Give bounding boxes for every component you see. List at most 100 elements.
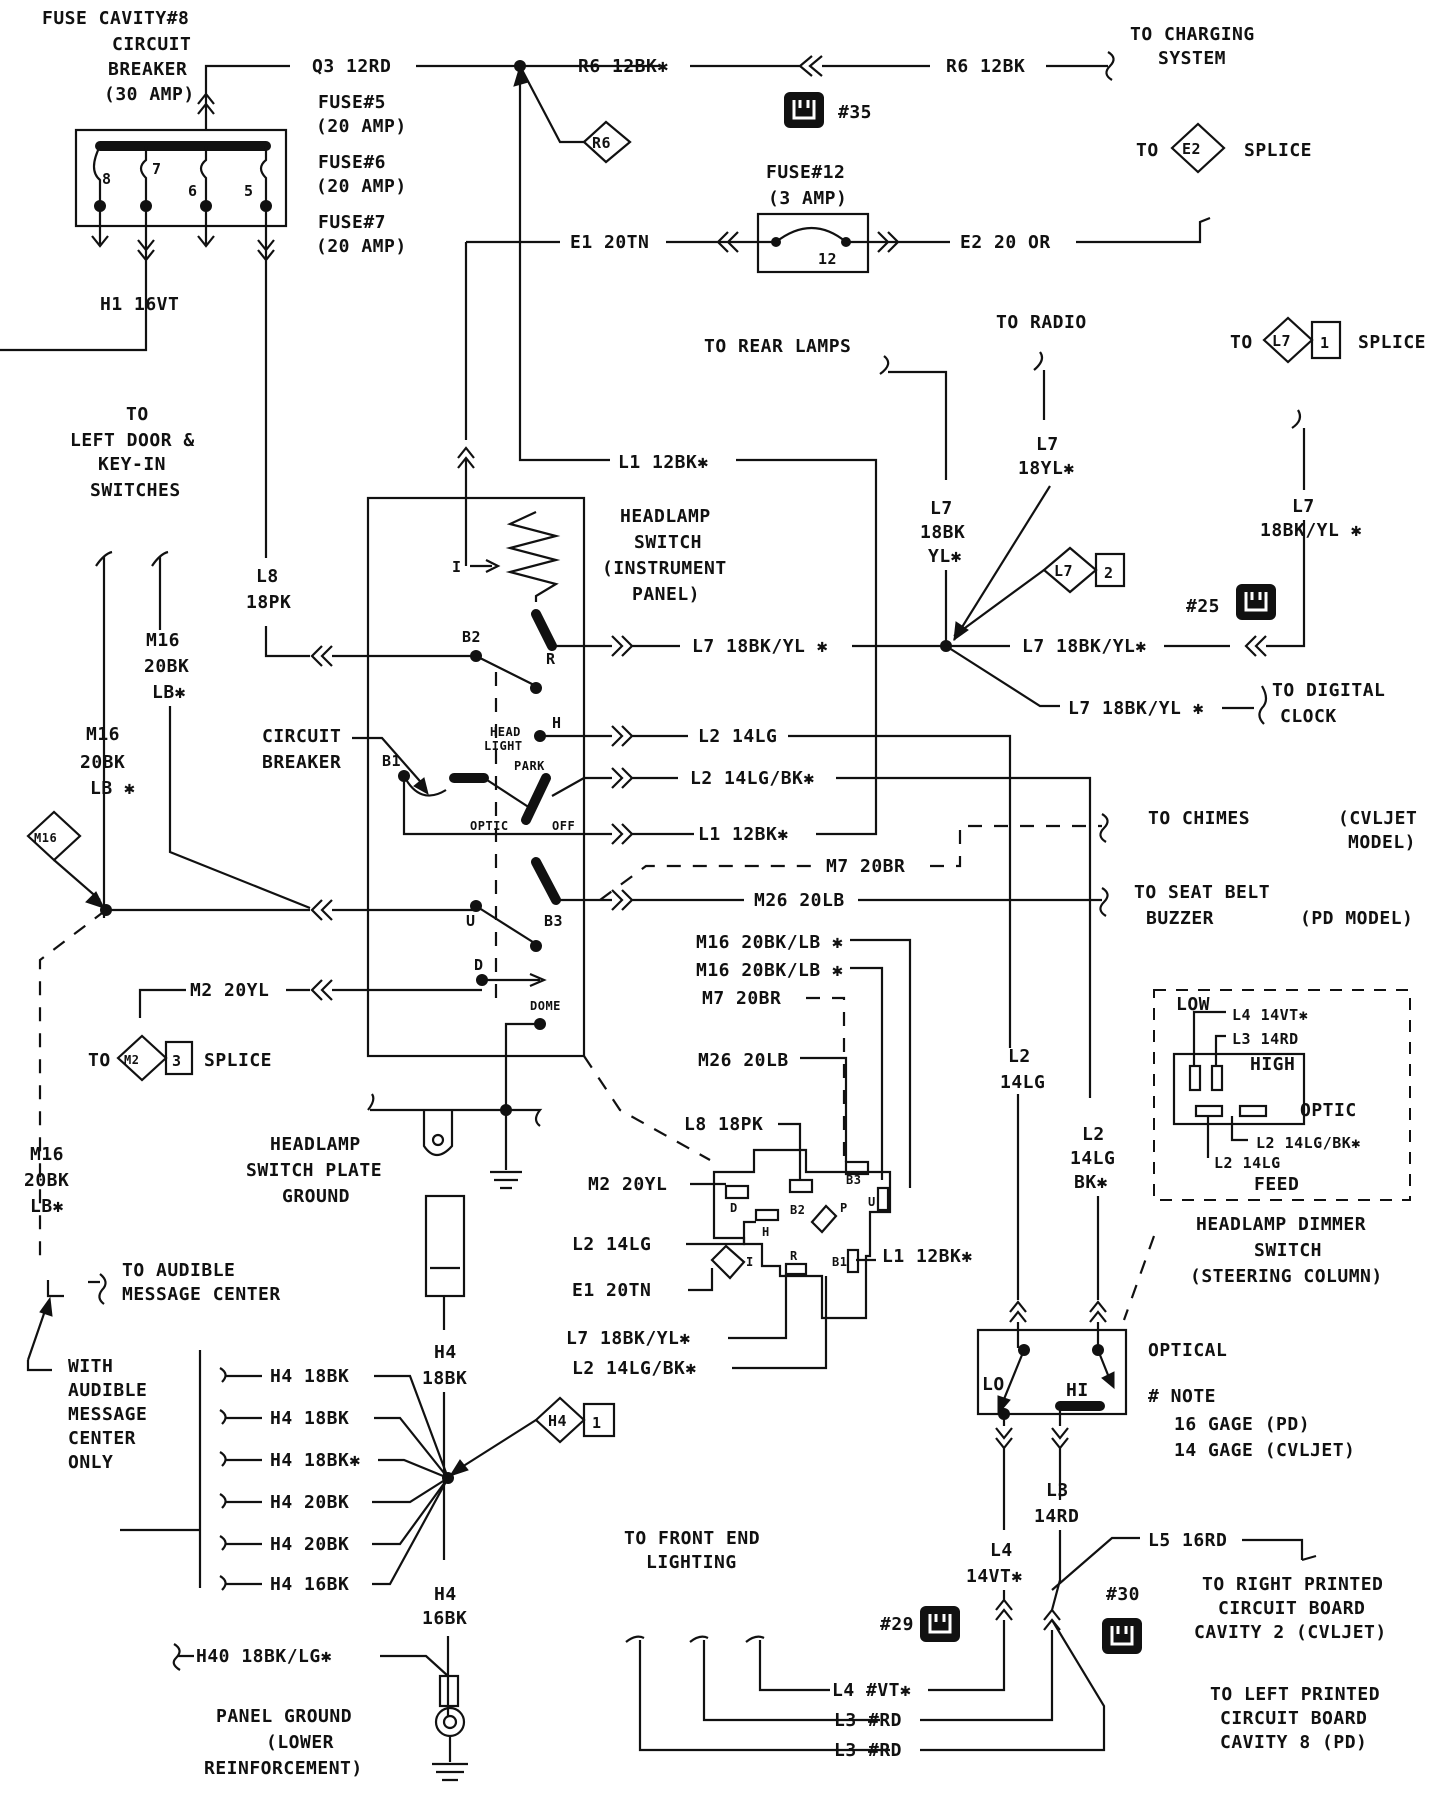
- l7-main-wire: [552, 635, 680, 657]
- l7-conn-label: L7 18BK/YL✱: [566, 1328, 691, 1349]
- l2bk-conn-label: L2 14LG/BK✱: [572, 1358, 697, 1379]
- h4-tag-leader: [453, 1419, 537, 1473]
- with-audible-label: WITH AUDIBLE MESSAGE CENTER ONLY: [68, 1356, 147, 1473]
- svg-text:(3 AMP): (3 AMP): [768, 188, 847, 209]
- cb-arm: [483, 777, 531, 809]
- svg-text:H4 18BK✱: H4 18BK✱: [270, 1450, 361, 1471]
- seat-belt-end: [1099, 887, 1109, 917]
- m7-dashed-b: [930, 824, 1102, 868]
- dimmer-switch-box: [1153, 989, 1411, 1201]
- r6-ast-label: R6 12BK✱: [578, 56, 669, 77]
- l7-splice-1-tag: TO L7 1 SPLICE: [1230, 316, 1426, 364]
- circuit-breaker-label: CIRCUIT BREAKER: [262, 726, 341, 773]
- connector-30: #30: [1100, 1584, 1144, 1656]
- hi-label: HI: [1066, 1380, 1089, 1401]
- svg-text:FUSE CAVITY#8: FUSE CAVITY#8: [42, 8, 189, 29]
- svg-text:TO: TO: [1136, 140, 1159, 161]
- svg-text:HEADLAMP DIMMER: HEADLAMP DIMMER: [1196, 1214, 1366, 1235]
- svg-text:14LG: 14LG: [1000, 1072, 1045, 1093]
- h4-16bk-label: H4 16BK: [422, 1584, 467, 1629]
- h1-wire: [0, 262, 148, 352]
- m16-tag-leader: [53, 859, 101, 901]
- svg-text:CENTER: CENTER: [68, 1428, 136, 1449]
- svg-text:L4 14VT✱: L4 14VT✱: [1232, 1006, 1308, 1024]
- svg-text:HEADLAMP: HEADLAMP: [620, 506, 711, 527]
- svg-text:1: 1: [592, 1414, 602, 1432]
- svg-text:FUSE#6: FUSE#6: [318, 152, 386, 173]
- svg-text:H4: H4: [434, 1342, 457, 1363]
- svg-text:#35: #35: [838, 102, 872, 123]
- svg-text:5: 5: [244, 182, 254, 200]
- svg-text:TO AUDIBLE: TO AUDIBLE: [122, 1260, 235, 1281]
- svg-text:L7: L7: [1054, 562, 1073, 580]
- svg-text:(LOWER: (LOWER: [266, 1732, 334, 1753]
- l7-conn-wire: [728, 1274, 788, 1340]
- svg-text:TO: TO: [126, 404, 149, 425]
- e2-splice-tag: TO E2 SPLICE: [1136, 122, 1312, 174]
- svg-text:I: I: [746, 1255, 754, 1269]
- l5-wire: [1051, 1536, 1140, 1591]
- l7-right-wire: [946, 520, 1306, 657]
- sw-u-label: U: [466, 912, 476, 930]
- svg-text:16BK: 16BK: [422, 1608, 467, 1629]
- optical-box: [976, 1328, 1128, 1416]
- note-label: # NOTE 16 GAGE (PD) 14 GAGE (CVLJET): [1148, 1386, 1355, 1461]
- m2-wire: [286, 979, 482, 1001]
- optical-feed: [1016, 1322, 1100, 1348]
- svg-text:M2: M2: [124, 1053, 139, 1067]
- l7-splice2-leader: [953, 569, 1045, 637]
- l7-main-label: L7 18BK/YL ✱: [692, 636, 828, 657]
- digital-clock-label: TO DIGITAL CLOCK: [1272, 680, 1385, 727]
- charging-label: TO CHARGING SYSTEM: [1130, 24, 1254, 69]
- svg-text:SWITCH PLATE: SWITCH PLATE: [246, 1160, 382, 1181]
- switch-blade-park: [521, 773, 551, 825]
- lo-label: LO: [982, 1374, 1005, 1395]
- front-end-label: TO FRONT END LIGHTING: [624, 1528, 760, 1573]
- svg-text:LIGHT: LIGHT: [484, 739, 523, 753]
- svg-text:(20 AMP): (20 AMP): [316, 236, 407, 257]
- l2bk-conn-wire: [732, 1276, 828, 1370]
- l7-splice-2-tag: L7 2: [1042, 546, 1126, 594]
- svg-text:TO: TO: [1230, 332, 1253, 353]
- svg-text:SPLICE: SPLICE: [1244, 140, 1312, 161]
- svg-text:14 GAGE (CVLJET): 14 GAGE (CVLJET): [1174, 1440, 1355, 1461]
- l2-v1-wire: [1009, 1094, 1027, 1323]
- l8-wire: [264, 262, 476, 667]
- m7-dashed: [599, 864, 812, 901]
- right-pcb-label: TO RIGHT PRINTED CIRCUIT BOARD CAVITY 2 …: [1194, 1574, 1386, 1643]
- svg-text:CLOCK: CLOCK: [1280, 706, 1337, 727]
- l2bk-wire: [836, 776, 1092, 1098]
- svg-text:SWITCHES: SWITCHES: [90, 480, 181, 501]
- svg-text:LB ✱: LB ✱: [90, 778, 135, 799]
- l4-vt-label: L4 #VT✱: [832, 1680, 911, 1701]
- l1-switch-wire: [402, 776, 694, 845]
- l7-clock-end: [1222, 685, 1268, 725]
- l2-switch-wire: [540, 725, 688, 747]
- m16-conn-wire-1: [850, 938, 912, 1188]
- l1-top-label: L1 12BK✱: [618, 452, 709, 473]
- sw-park-label: PARK: [514, 759, 545, 773]
- svg-text:14VT✱: 14VT✱: [966, 1566, 1023, 1587]
- m2-conn-label: M2 20YL: [588, 1174, 667, 1195]
- svg-text:SPLICE: SPLICE: [1358, 332, 1426, 353]
- rheostat: I: [452, 458, 561, 602]
- svg-text:TO SEAT BELT: TO SEAT BELT: [1134, 882, 1270, 903]
- l7-18yl-label: L7 18YL✱: [1018, 434, 1074, 479]
- h4-18bk-label: H4 18BK: [422, 1342, 467, 1389]
- l7-18bk-yl-label: L7 18BK YL✱: [920, 498, 965, 567]
- l2-v1-label: L2 14LG: [1000, 1046, 1045, 1093]
- svg-text:LEFT DOOR &: LEFT DOOR &: [70, 430, 195, 451]
- l1-12bk-label: L1 12BK✱: [698, 824, 789, 845]
- fuse-cavity-label: FUSE CAVITY#8 CIRCUIT BREAKER (30 AMP): [42, 8, 194, 105]
- svg-text:20BK: 20BK: [80, 752, 125, 773]
- panel-ground-symbol: [432, 1674, 468, 1782]
- l7-rear-wire: [879, 355, 948, 480]
- svg-text:H4 16BK: H4 16BK: [270, 1574, 349, 1595]
- l3-front-wire-b: [920, 1619, 1106, 1752]
- h1-label: H1 16VT: [100, 294, 179, 315]
- svg-text:CAVITY 8 (PD): CAVITY 8 (PD): [1220, 1732, 1367, 1753]
- left-pcb-label: TO LEFT PRINTED CIRCUIT BOARD CAVITY 8 (…: [1210, 1684, 1380, 1753]
- svg-text:L7: L7: [1272, 332, 1291, 350]
- svg-text:PANEL GROUND: PANEL GROUND: [216, 1706, 352, 1727]
- svg-text:CIRCUIT BOARD: CIRCUIT BOARD: [1220, 1708, 1367, 1729]
